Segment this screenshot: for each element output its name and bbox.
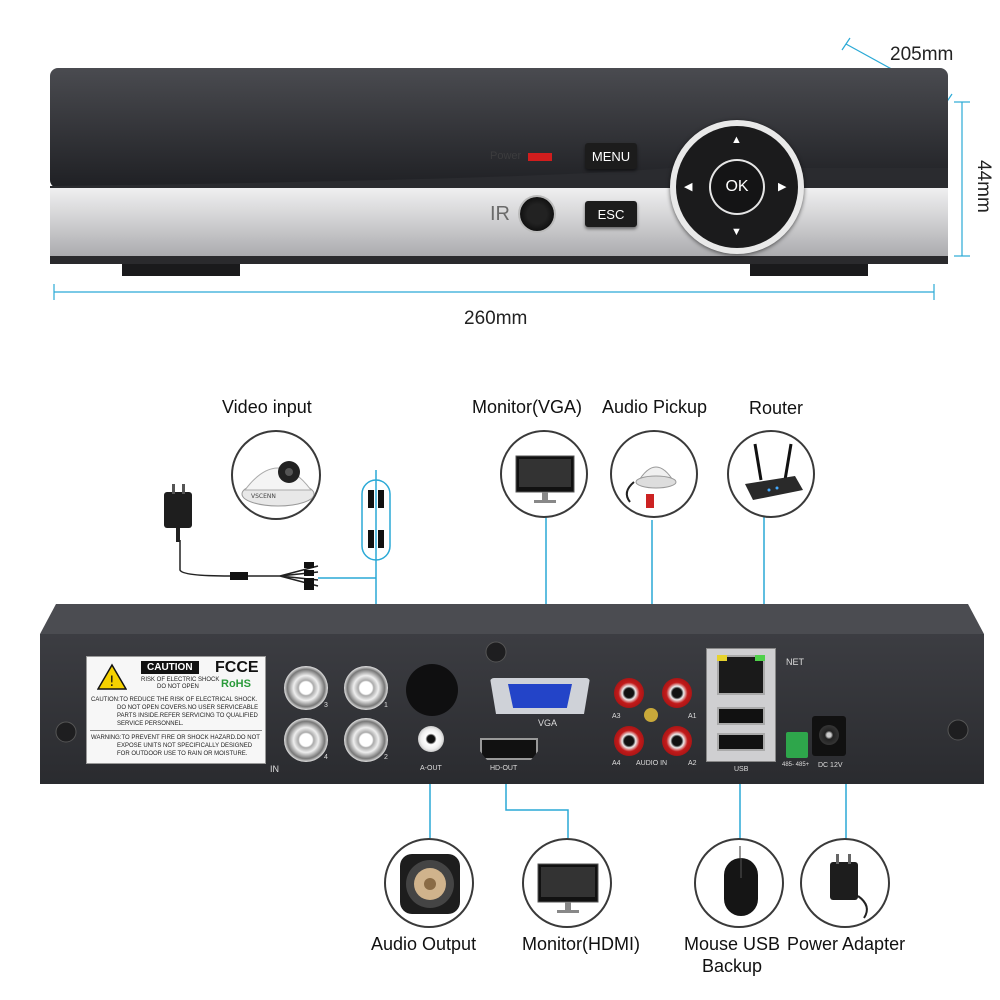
down-arrow-icon[interactable]: ▼	[731, 226, 742, 238]
audio-ch-a4: A4	[612, 760, 621, 767]
menu-button[interactable]: MENU	[585, 143, 637, 169]
rohs-mark: RoHS	[221, 678, 251, 690]
power-led	[528, 153, 552, 161]
left-arrow-icon[interactable]: ◀	[684, 181, 693, 193]
bnc-label-1: 1	[384, 702, 388, 709]
audio-in-a4[interactable]	[614, 726, 644, 756]
warning-text-1: WARNING:TO PREVENT FIRE OR SHOCK HAZARD.…	[91, 735, 260, 741]
caution-text-3: PARTS INSIDE.REFER SERVICING TO QUALIFIE…	[117, 713, 258, 719]
audio-pickup-label: Audio Pickup	[602, 397, 708, 417]
in-label: IN	[270, 764, 279, 774]
bnc-input-2[interactable]	[344, 718, 388, 762]
usb-port-1[interactable]	[717, 707, 765, 725]
vga-label: VGA	[538, 718, 558, 728]
caution-text-4: SERVICE PERSONNEL.	[117, 721, 184, 727]
power-adapter-circle	[800, 838, 890, 928]
dc-label: DC 12V	[818, 762, 843, 769]
caution-text-2: DO NOT OPEN COVERS.NO USER SERVICEABLE	[117, 705, 259, 711]
bnc-input-1[interactable]	[344, 666, 388, 710]
aout-label: A-OUT	[420, 765, 442, 772]
bnc-label-3: 3	[324, 702, 328, 709]
rear-round-cover	[406, 664, 458, 716]
audio-ch-a3: A3	[612, 713, 621, 720]
hdout-label: HD-OUT	[490, 765, 518, 772]
right-arrow-icon[interactable]: ▶	[778, 181, 787, 193]
caution-sub2: DO NOT OPEN	[157, 684, 199, 690]
svg-text:!: !	[109, 674, 115, 690]
warning-text-3: FOR OUTDOOR USE TO RAIN OR MOISTURE.	[117, 751, 248, 757]
monitor-hdmi-label: Monitor(HDMI)	[522, 934, 641, 954]
caution-sub1: RISK OF ELECTRIC SHOCK	[141, 677, 220, 683]
bnc-input-4[interactable]	[284, 718, 328, 762]
esc-button[interactable]: ESC	[585, 201, 637, 227]
power-adapter-label: Power Adapter	[787, 934, 906, 954]
bnc-label-2: 2	[384, 754, 388, 761]
caution-title: CAUTION	[141, 661, 199, 674]
mouse-usb-label-1: Mouse USB	[684, 934, 781, 954]
audio-in-a1[interactable]	[662, 678, 692, 708]
ground-screw	[644, 708, 658, 722]
svg-text:VSCENN: VSCENN	[251, 493, 276, 500]
mouse-usb-label-2: Backup	[702, 956, 763, 976]
dome-camera-circle: VSCENN	[231, 430, 321, 520]
audio-in-label: AUDIO IN	[636, 760, 668, 767]
dc-power-jack[interactable]	[812, 716, 846, 756]
up-arrow-icon[interactable]: ▲	[731, 134, 742, 146]
ir-label: IR	[490, 203, 510, 225]
width-dimension: 260mm	[464, 308, 528, 329]
depth-dimension: 205mm	[890, 44, 954, 65]
monitor-hdmi-circle	[522, 838, 612, 928]
audio-output-label: Audio Output	[371, 934, 477, 954]
monitor-vga-circle	[500, 430, 588, 518]
net-usb-block	[706, 648, 776, 762]
caution-label: ! CAUTION RISK OF ELECTRIC SHOCK DO NOT …	[86, 656, 266, 764]
audio-out-jack[interactable]	[418, 726, 444, 752]
vga-port[interactable]	[490, 678, 590, 714]
ir-sensor	[520, 197, 554, 231]
router-circle	[727, 430, 815, 518]
video-input-label: Video input	[222, 397, 312, 417]
power-label: Power	[490, 150, 522, 162]
bnc-input-3[interactable]	[284, 666, 328, 710]
bnc-label-4: 4	[324, 754, 328, 761]
caution-text-1: CAUTION:TO REDUCE THE RISK OF ELECTRICAL…	[91, 697, 258, 703]
net-label: NET	[786, 657, 804, 667]
audio-in-a3[interactable]	[614, 678, 644, 708]
camera-power-adapter-icon	[164, 484, 192, 542]
warning-text-2: EXPOSE UNITS NOT SPECIFICALLY DESIGNED	[117, 743, 253, 749]
monitor-vga-label: Monitor(VGA)	[472, 397, 583, 417]
warning-triangle-icon: !	[97, 663, 127, 690]
usb-port-2[interactable]	[717, 733, 765, 751]
hdmi-port[interactable]	[480, 738, 538, 760]
audio-ch-a1: A1	[688, 713, 697, 720]
usb-label: USB	[734, 766, 749, 773]
rs485-terminal[interactable]	[786, 732, 808, 758]
navigation-dpad[interactable]: OK ▲ ▼ ◀ ▶	[670, 120, 804, 254]
audio-pickup-circle	[610, 430, 698, 518]
ok-button[interactable]: OK	[711, 161, 763, 213]
audio-ch-a2: A2	[688, 760, 697, 767]
ethernet-port[interactable]	[717, 655, 765, 695]
audio-in-a2[interactable]	[662, 726, 692, 756]
height-dimension: 44mm	[973, 160, 994, 213]
speaker-circle	[384, 838, 474, 928]
mouse-circle	[694, 838, 784, 928]
router-label: Router	[749, 398, 804, 418]
dvr-front-body	[50, 68, 948, 276]
fcc-mark: FCCE	[215, 659, 259, 676]
rs485-label: 485- 485+	[782, 762, 810, 768]
